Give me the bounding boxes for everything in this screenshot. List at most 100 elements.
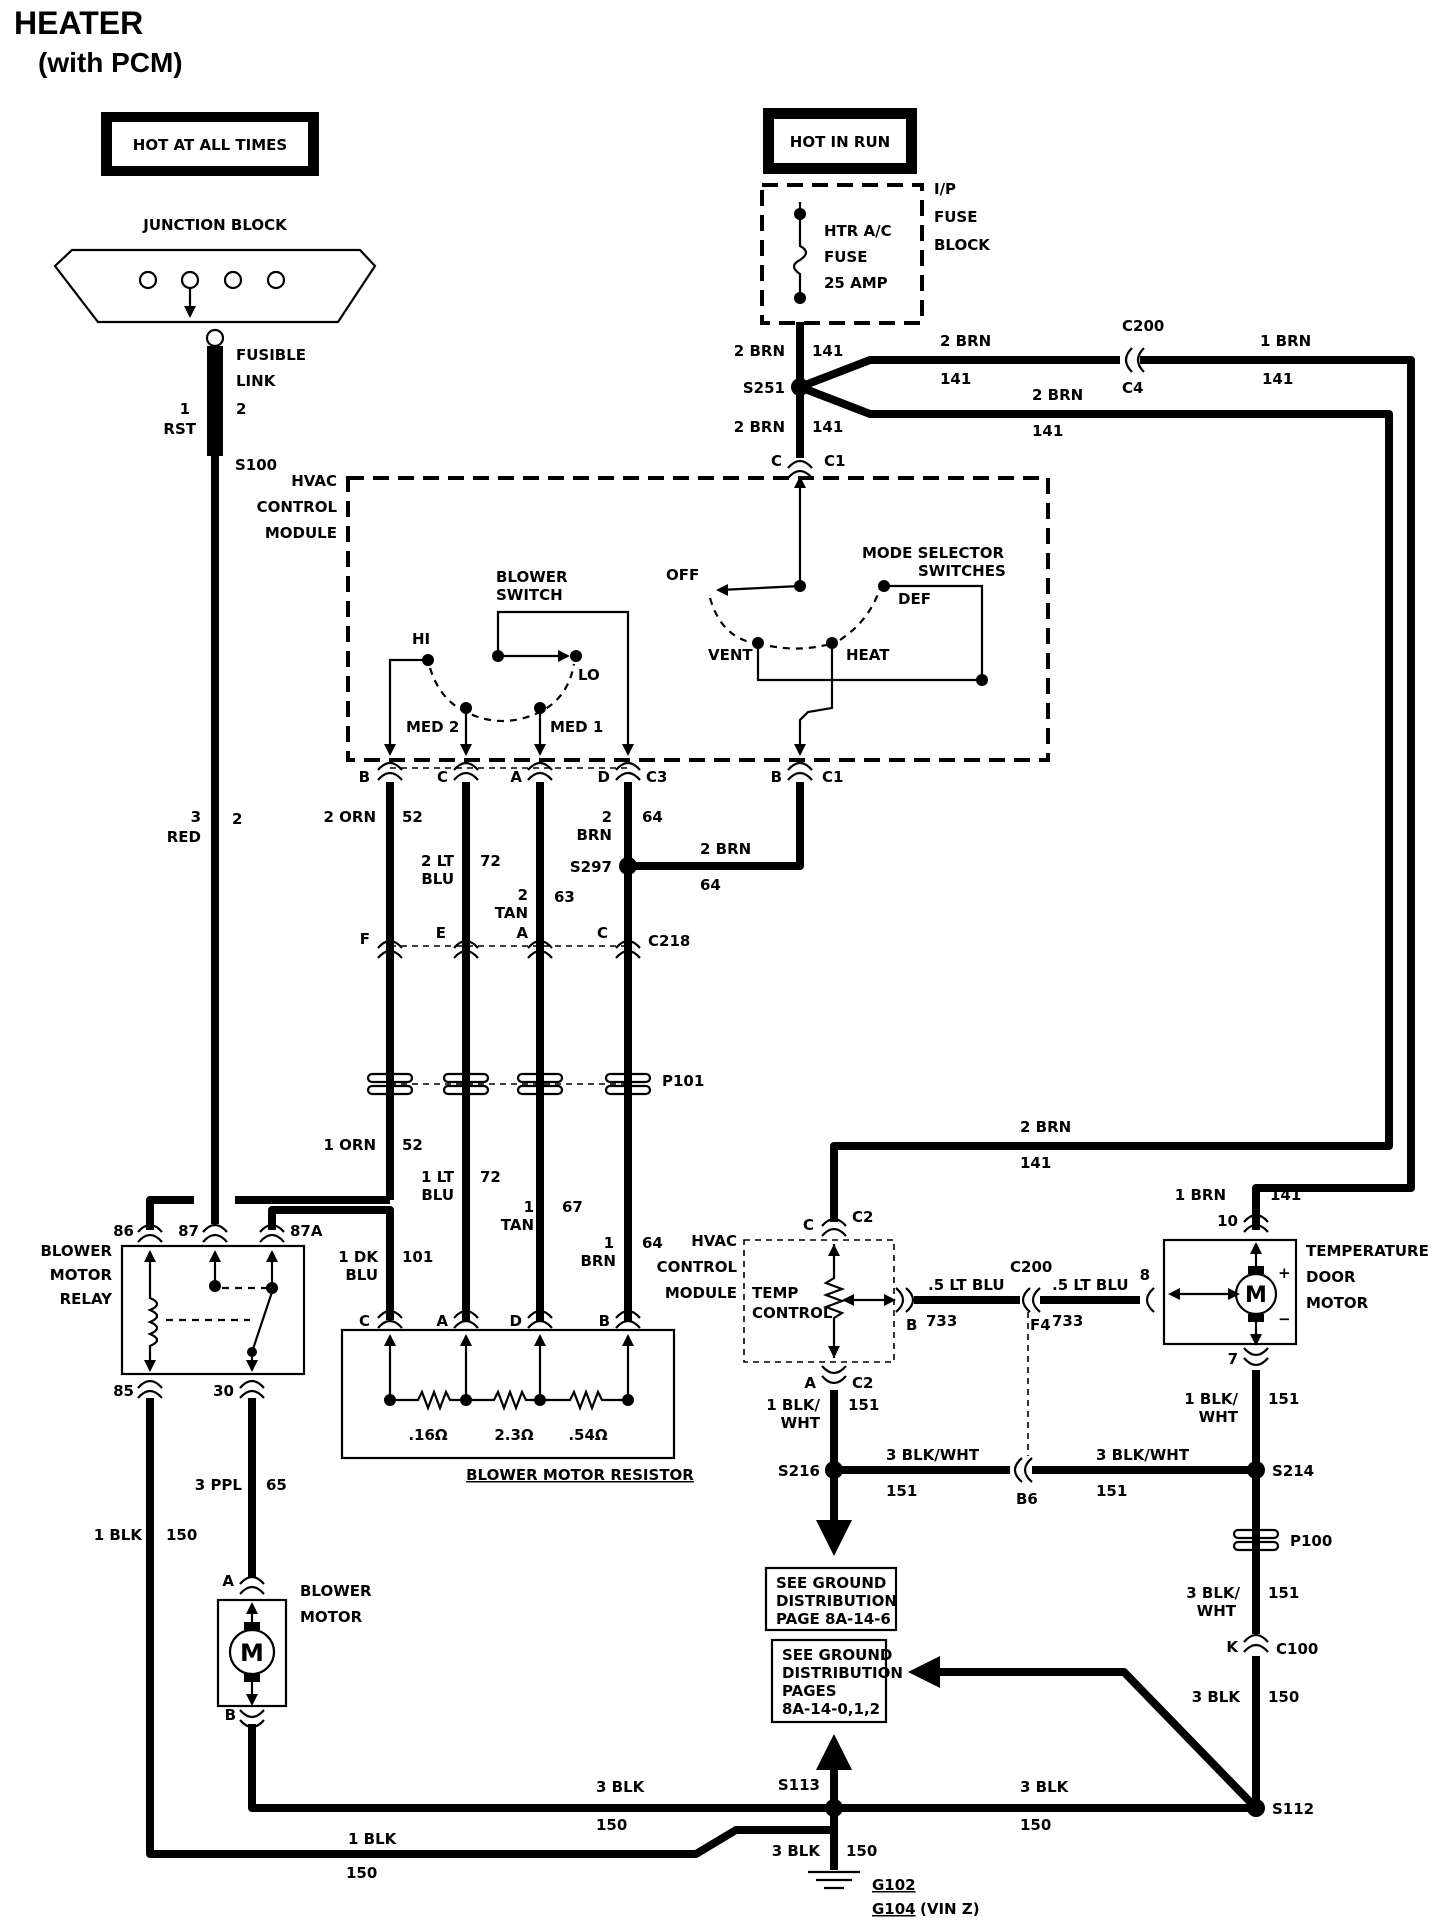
resistor-value-1: .16Ω [408, 1426, 448, 1444]
wire-150-relay-ground [146, 1398, 834, 1858]
resistor-value-3: .54Ω [568, 1426, 608, 1444]
c3-pin-a: A [510, 768, 522, 786]
blower-motor-title-2: MOTOR [300, 1608, 363, 1626]
ground-ref2-line1: SEE GROUND [782, 1646, 892, 1664]
blower-switch: BLOWER SWITCH HI MED 2 MED 1 LO [384, 568, 634, 756]
connector-c1-top [787, 459, 813, 469]
wire-dm-151-label-2: 151 [1268, 1584, 1299, 1602]
wire-door-1brn-label: 1 BRN [1175, 1186, 1226, 1204]
relay-pin-30: 30 [213, 1382, 234, 1400]
wire-blower-3blk-label: 3 BLK [596, 1778, 646, 1796]
door-motor-symbol: M [1245, 1283, 1267, 1308]
wire-brn-label-2: 2 BRN [734, 418, 785, 436]
blower-motor-resistor: C A D B .16Ω 2.3Ω .54Ω BLOWER MOTOR RESI… [340, 1309, 694, 1484]
diagram-subtitle: (with PCM) [38, 47, 183, 78]
junction-block-label: JUNCTION BLOCK [142, 216, 288, 234]
fusible-link-circuit: 2 [236, 400, 246, 418]
mode-selector-switches: OFF VENT HEAT DEF MODE SELECTOR SWITCHES [666, 476, 1006, 756]
splice-s214 [1247, 1461, 1265, 1479]
wire-dm-150-label: 150 [1268, 1688, 1299, 1706]
blower-switch-title-1: BLOWER [496, 568, 568, 586]
wire-relay-1blk-label: 1 BLK [94, 1526, 144, 1544]
wire-151-label-right: 151 [1096, 1482, 1127, 1500]
wire-upper-brn-label: 2 BRN [940, 332, 991, 350]
hvac-module-label-2: CONTROL [257, 498, 338, 516]
connector-f4-label: F4 [1030, 1316, 1051, 1334]
diagram-title: HEATER [14, 5, 143, 41]
hot-at-all-times-box: HOT AT ALL TIMES [101, 112, 319, 176]
wire-141-label-1: 141 [812, 342, 843, 360]
door-motor-pin-10: 10 [1217, 1212, 1238, 1230]
splice-s216-label: S216 [778, 1462, 820, 1480]
wire-blower-150-label: 150 [596, 1816, 627, 1834]
splice-s100-label: S100 [235, 456, 277, 474]
wire-tc-blkwht-label-2: WHT [781, 1414, 821, 1432]
wire-141-to-temp-control [798, 383, 1393, 1222]
resistor-pin-a: A [436, 1312, 448, 1330]
resistor-pin-c: C [359, 1312, 370, 1330]
wire-lower-brn-label: 2 BRN [1032, 386, 1083, 404]
c3-pin-b: B [359, 768, 370, 786]
blower-med1-label: MED 1 [550, 718, 603, 736]
c3-pin-c: C [437, 768, 448, 786]
door-motor-title-2: DOOR [1306, 1268, 1356, 1286]
wire-1tan-label-2: TAN [501, 1216, 534, 1234]
ip-fuse-block: HTR A/C FUSE 25 AMP I/P FUSE BLOCK [760, 180, 991, 325]
wire-dm-3blkwht-label-1: 3 BLK/ [1186, 1584, 1240, 1602]
fuse-name-1: HTR A/C [824, 222, 892, 240]
wire-1ltblu-label-2: BLU [421, 1186, 454, 1204]
mode-selector-title-2: SWITCHES [918, 562, 1006, 580]
fuse-block-label-2: FUSE [934, 208, 977, 226]
c218-pin-e: E [436, 924, 446, 942]
wire-2brn64-label-2: BRN [576, 826, 612, 844]
c100-pin-k: K [1226, 1638, 1239, 1656]
wire-67-label: 67 [562, 1198, 583, 1216]
wire-3ppl-label: 3 PPL [195, 1476, 243, 1494]
ground-ref1-line3: PAGE 8A-14-6 [776, 1610, 891, 1628]
wire-bottom-150-label: 150 [346, 1864, 377, 1882]
fuse-rating: 25 AMP [824, 274, 888, 292]
connector-c218-label: C218 [648, 932, 690, 950]
door-motor-title-3: MOTOR [1306, 1294, 1369, 1312]
ground-ref2-line3: PAGES [782, 1682, 837, 1700]
wire-1dkblu-label-1: 1 DK [338, 1248, 379, 1266]
resistor-pin-b: B [599, 1312, 610, 1330]
wire-63-label: 63 [554, 888, 575, 906]
fuse-block-label-1: I/P [934, 180, 956, 198]
wire-3blkwht-label-left: 3 BLK/WHT [886, 1446, 980, 1464]
c3-pin-d: D [598, 768, 610, 786]
connector-c1-label-bottom: C1 [822, 768, 843, 786]
c218-pin-c: C [597, 924, 608, 942]
wire-733-label-right: .5 LT BLU [1052, 1276, 1129, 1294]
wire-relay-150-label: 150 [166, 1526, 197, 1544]
door-motor-minus: − [1278, 1310, 1291, 1328]
wire-tc-brn-label: 2 BRN [1020, 1118, 1071, 1136]
temp-control-label-2: CONTROL [752, 1304, 833, 1322]
splice-s214-label: S214 [1272, 1462, 1314, 1480]
ground-ref-page1: SEE GROUND DISTRIBUTION PAGE 8A-14-6 [764, 1566, 898, 1632]
ground-vin-label: (VIN Z) [920, 1900, 980, 1918]
c218-pin-a: A [516, 924, 528, 942]
wire-s297-brn-label: 2 BRN [700, 840, 751, 858]
wire-64-from-mode [628, 782, 804, 870]
wire-101-label: 101 [402, 1248, 433, 1266]
temp-control-module: C C2 HVAC CONTROL MODULE TEMP CONTROL A … [657, 1208, 918, 1392]
door-motor-plus: + [1278, 1264, 1291, 1282]
mode-heat-label: HEAT [846, 646, 890, 664]
wire-1brn64-label-2: BRN [580, 1252, 616, 1270]
wire-72-label-2: 72 [480, 1168, 501, 1186]
connector-c200-bottom-label: C200 [1010, 1258, 1052, 1276]
wire-brn-label-1: 2 BRN [734, 342, 785, 360]
wire-s112-3blk-label: 3 BLK [1020, 1778, 1070, 1796]
arrow-s113-up [816, 1734, 852, 1770]
relay-pin-87: 87 [178, 1222, 199, 1240]
wire-52-label-2: 52 [402, 1136, 423, 1154]
temp-module-label-1: HVAC [691, 1232, 737, 1250]
splice-s251-label: S251 [743, 379, 785, 397]
connector-c100-label: C100 [1276, 1640, 1318, 1658]
ground-ref1-line2: DISTRIBUTION [776, 1592, 897, 1610]
ground-g102-label: G102 [872, 1876, 916, 1894]
splice-s113 [825, 1799, 843, 1817]
mode-vent-label: VENT [708, 646, 753, 664]
wire-s112-to-ground-ref [936, 1668, 1259, 1811]
